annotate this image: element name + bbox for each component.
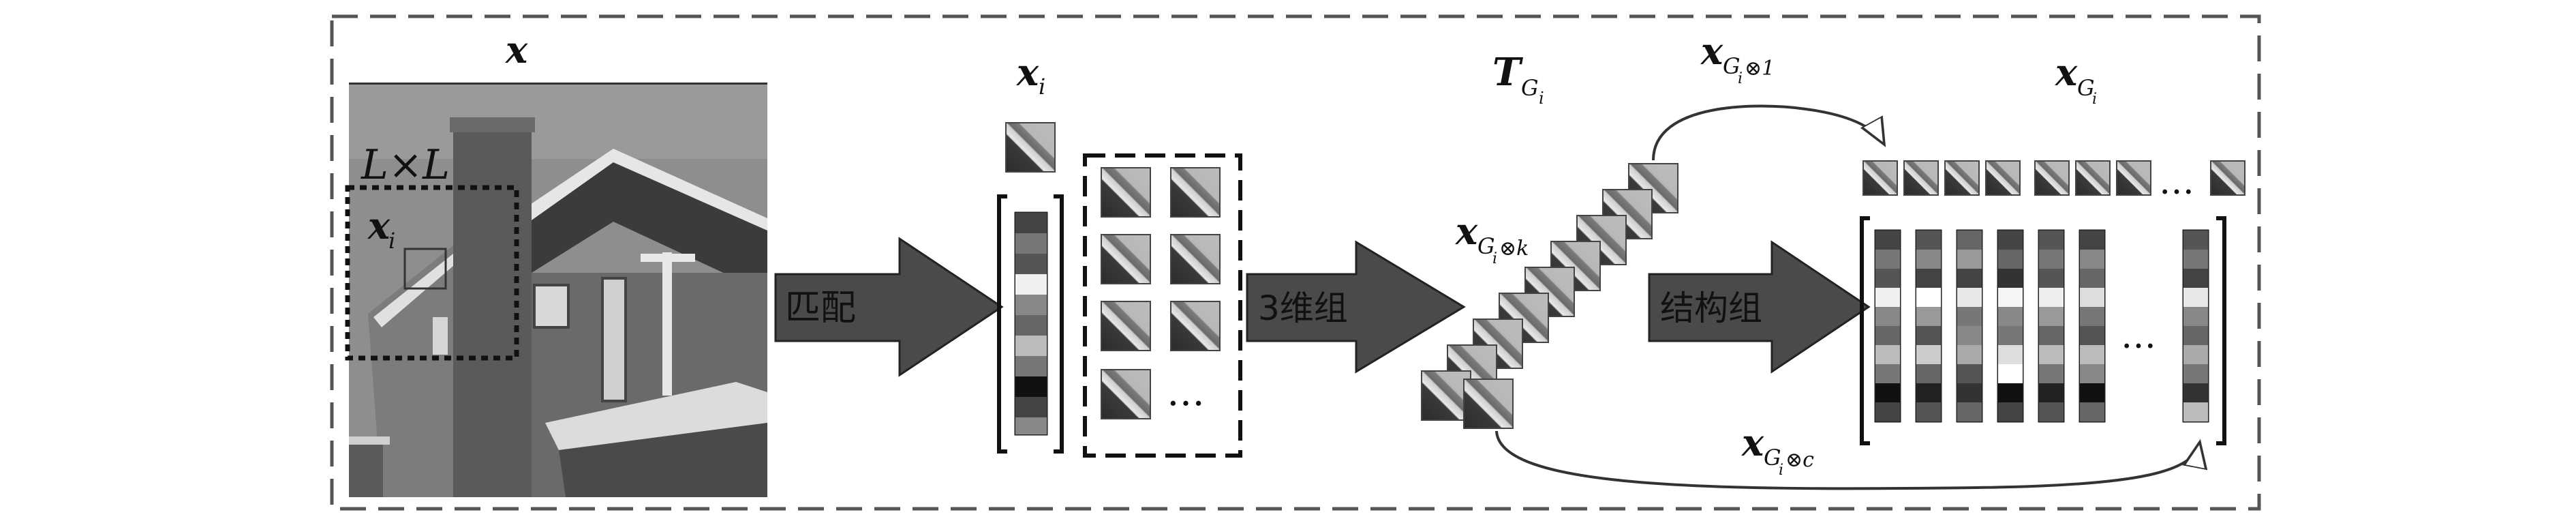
label-xGc-sub: G: [1764, 445, 1781, 471]
arrow-match: 匹配: [774, 237, 1004, 377]
label-xG1: x: [1700, 29, 1723, 73]
label-LxL: L×L: [361, 141, 450, 189]
curve-arrow-top: [1652, 104, 1884, 161]
label-T: T: [1492, 50, 1524, 95]
arrow-structure: 结构组: [1648, 240, 1871, 374]
label-xG: x: [2055, 50, 2078, 94]
matrix-column: [1915, 229, 1942, 423]
matched-patches: …: [1083, 153, 1242, 458]
label-xG1-sub3: ⊗1: [1745, 57, 1775, 80]
reference-patch-box: [403, 248, 447, 290]
matrix-column: [2038, 229, 2065, 423]
ellipsis-patches: …: [1167, 370, 1205, 415]
arrow-structure-label: 结构组: [1660, 288, 1762, 328]
label-xGk-sub: G: [1477, 233, 1495, 259]
arrow-group3d-label: 3维组: [1258, 288, 1348, 328]
label-xi-image: x: [367, 204, 390, 248]
label-xGk: x: [1455, 209, 1478, 253]
matrix-column: [1997, 229, 2024, 423]
label-xi-top: x: [1016, 50, 1039, 94]
patch-stack: [1421, 163, 1678, 429]
label-xG-sub: G: [2077, 75, 2095, 101]
label-xGk-sub3: ⊗k: [1499, 237, 1529, 261]
label-xi-image-sub: i: [388, 228, 395, 254]
ellipsis-top-row: …: [2159, 162, 2194, 203]
label-T-sub2: i: [1539, 89, 1544, 108]
search-window-box: [345, 185, 519, 361]
house-image: [349, 83, 767, 497]
matrix-column: [2182, 229, 2209, 423]
label-T-sub: G: [1521, 75, 1539, 101]
matrix-column: [2079, 229, 2106, 423]
group-matrix: …: [1860, 216, 2226, 445]
label-xi-top-sub: i: [1039, 74, 1045, 100]
label-xG-sub2: i: [2092, 91, 2097, 108]
label-xGc-sub2: i: [1779, 462, 1783, 479]
xi-vector: [997, 194, 1064, 454]
arrow-group3d: 3维组: [1246, 240, 1466, 374]
xi-patch: [1005, 122, 1056, 173]
label-xG1-sub2: i: [1738, 70, 1743, 87]
arrow-match-label: 匹配: [785, 288, 856, 329]
top-patch-row: …: [1862, 160, 2245, 203]
label-xGc-sub3: ⊗c: [1785, 448, 1814, 472]
label-x: x: [505, 28, 528, 72]
label-xGk-sub2: i: [1492, 250, 1497, 267]
matrix-column: [1956, 229, 1983, 423]
label-xG1-sub: G: [1723, 53, 1741, 79]
label-xGc: x: [1741, 421, 1764, 464]
outer-dashed-frame: [330, 14, 2261, 511]
ellipsis-columns: …: [2121, 316, 2156, 357]
matrix-column: [1874, 229, 1901, 423]
curve-arrow-bottom: [1495, 430, 2200, 490]
